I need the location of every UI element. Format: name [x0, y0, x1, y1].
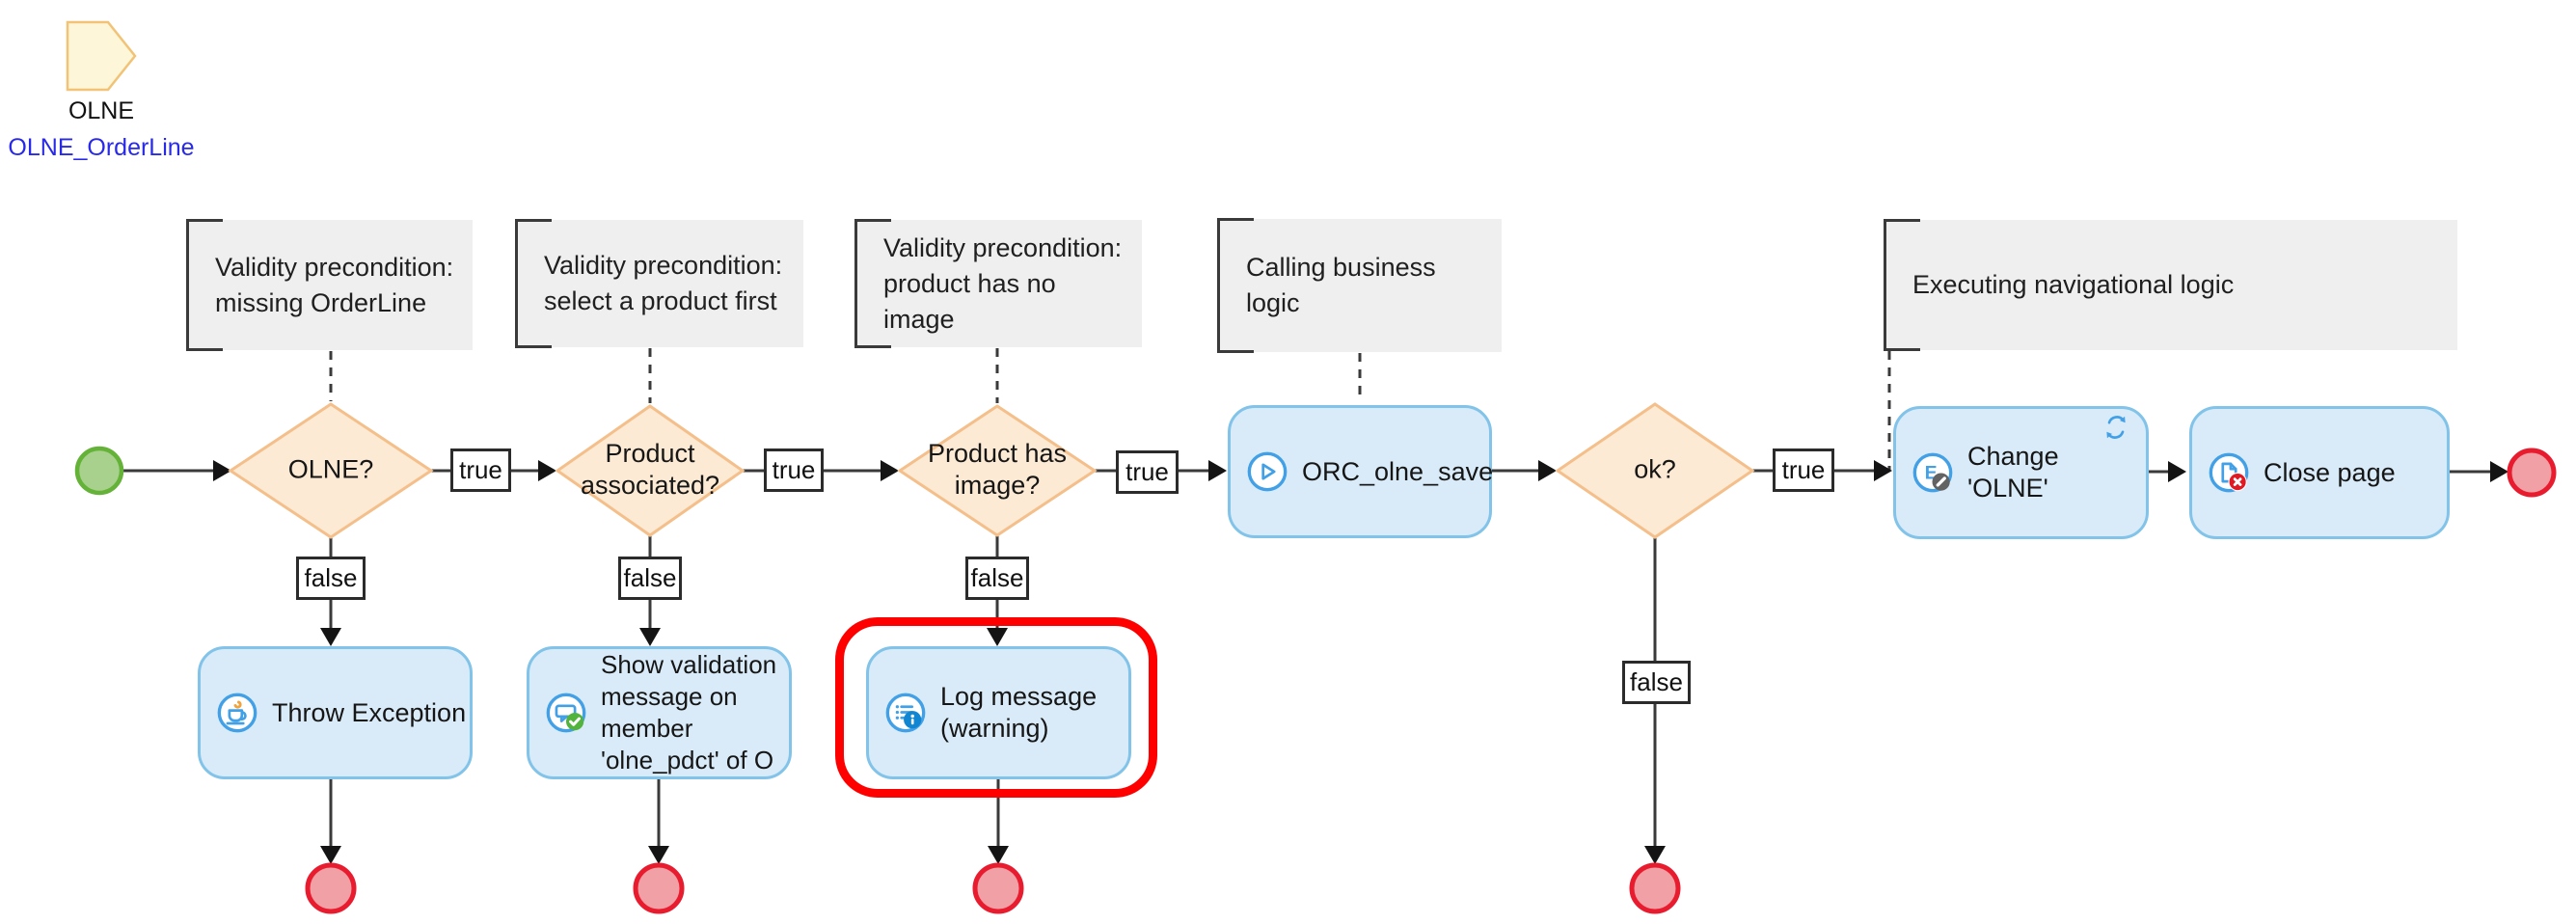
decision-ok[interactable] [1555, 402, 1755, 539]
annotation-select-product[interactable]: Validity precondition: select a product … [515, 219, 803, 348]
decision-label-olne: OLNE? [287, 454, 374, 484]
branch-label-true: true [764, 448, 824, 492]
entity-link[interactable]: OLNE_OrderLine [8, 134, 195, 161]
end-event[interactable] [1629, 862, 1681, 914]
decision-product-has-image[interactable] [897, 404, 1098, 537]
node-label: Close page [2264, 457, 2396, 487]
annotation-text: Executing navigational logic [1912, 270, 2235, 299]
annotation-no-image[interactable]: Validity precondition: product has no im… [854, 219, 1142, 348]
branch-label-false: false [296, 557, 366, 600]
annotation-text: Calling business logic [1246, 253, 1436, 317]
node-label: Change 'OLNE' [1967, 442, 2059, 503]
start-event[interactable] [74, 446, 124, 496]
connector-show-message-to-end[interactable] [648, 779, 669, 864]
node-label: ORC_olne_save [1302, 456, 1494, 486]
connector-close-to-end[interactable] [2450, 461, 2508, 482]
node-show-validation-message[interactable]: Show validation message on member 'olne_… [527, 646, 792, 779]
annotation-connectors [329, 348, 1891, 472]
connector-olne-false[interactable] [320, 537, 341, 646]
branch-label-true: true [1116, 450, 1179, 494]
branch-label-false: false [1622, 661, 1691, 704]
annotation-text: Validity precondition: missing OrderLine [215, 252, 454, 317]
connector-throw-to-end[interactable] [320, 779, 341, 864]
connector-product-associated-true[interactable] [743, 460, 899, 481]
end-event[interactable] [633, 862, 685, 914]
branch-label-true: true [450, 448, 511, 492]
refresh-icon [2101, 414, 2130, 446]
annotation-missing-orderline[interactable]: Validity precondition: missing OrderLine [186, 219, 473, 351]
decision-label-ok: ok? [1634, 454, 1676, 484]
log-message-icon [885, 693, 926, 733]
node-change-olne[interactable]: E Change 'OLNE' [1893, 406, 2149, 539]
connector-start-to-olne[interactable] [122, 460, 231, 481]
node-orc-olne-save[interactable]: ORC_olne_save [1228, 405, 1494, 538]
end-event[interactable] [2507, 448, 2557, 498]
entity-name: OLNE [68, 97, 135, 124]
node-label: Log message (warning) [940, 682, 1098, 743]
node-log-message[interactable]: Log message (warning) [866, 646, 1131, 779]
connector-orc-to-ok[interactable] [1492, 460, 1557, 481]
connector-olne-true[interactable] [431, 460, 556, 481]
branch-label-false: false [618, 557, 682, 600]
annotation-business-logic[interactable]: Calling business logic [1217, 218, 1502, 353]
node-close-page[interactable]: Close page [2189, 406, 2450, 539]
decision-label-product-has-image: Product has image? [927, 439, 1068, 500]
show-validation-message-icon [546, 693, 586, 733]
end-event[interactable] [305, 862, 357, 914]
annotation-text: Validity precondition: select a product … [544, 251, 783, 315]
flow-connectors [122, 460, 2508, 864]
connector-change-to-close[interactable] [2149, 461, 2186, 482]
annotation-text: Validity precondition: product has no im… [883, 232, 1123, 334]
decision-olne[interactable] [228, 402, 434, 539]
branch-label-false: false [965, 557, 1029, 600]
decision-product-associated[interactable] [555, 404, 746, 537]
entity-icon[interactable] [66, 20, 137, 92]
call-microflow-icon [1247, 451, 1288, 492]
node-label: Show validation message on member 'olne_… [601, 650, 777, 775]
connector-ok-false[interactable] [1644, 537, 1666, 864]
branch-label-true: true [1773, 448, 1834, 492]
connector-ok-true[interactable] [1752, 460, 1892, 481]
decision-label-product-associated: Product associated? [580, 439, 720, 500]
throw-exception-icon [217, 693, 258, 733]
connector-product-has-image-true[interactable] [1095, 460, 1227, 481]
close-page-icon [2209, 452, 2249, 493]
node-throw-exception[interactable]: Throw Exception [198, 646, 473, 779]
connector-log-message-to-end[interactable] [988, 779, 1009, 864]
connector-product-associated-false[interactable] [639, 535, 661, 646]
change-object-icon: E [1912, 452, 1953, 493]
annotation-navigational-logic[interactable]: Executing navigational logic [1884, 219, 2457, 351]
node-label: Throw Exception [272, 697, 467, 727]
end-event[interactable] [972, 862, 1024, 914]
